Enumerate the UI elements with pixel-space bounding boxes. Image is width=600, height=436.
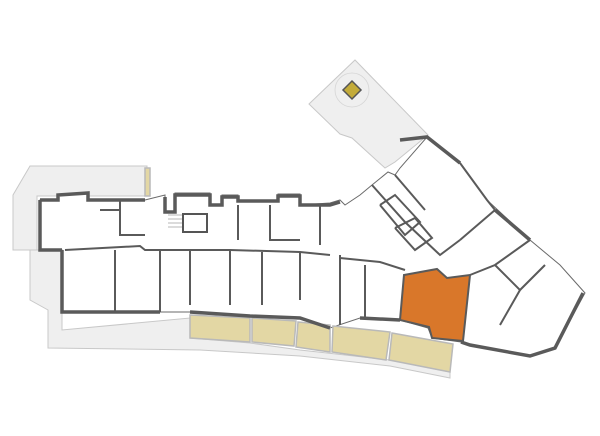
exterior-wall <box>38 200 62 252</box>
marker-diamond-icon <box>341 79 363 101</box>
exterior-wall <box>40 191 145 202</box>
roof-terrace <box>308 59 429 169</box>
interior-walls <box>64 162 546 326</box>
exterior-wall <box>163 193 341 214</box>
exterior-wall <box>60 250 160 314</box>
exterior-wall <box>493 208 532 242</box>
stair <box>168 213 208 233</box>
highlighted-unit[interactable] <box>398 267 472 343</box>
roof-circle <box>334 72 370 108</box>
exterior-wall <box>460 292 585 358</box>
garden-4 <box>331 325 391 361</box>
exterior-wall <box>189 310 331 330</box>
west-terrace <box>12 165 148 251</box>
garden-1 <box>189 314 251 343</box>
exterior-wall <box>399 135 462 165</box>
garden-2 <box>251 317 297 347</box>
exterior-wall <box>359 316 401 322</box>
garden-strip <box>144 167 151 197</box>
garden-5 <box>388 332 454 373</box>
